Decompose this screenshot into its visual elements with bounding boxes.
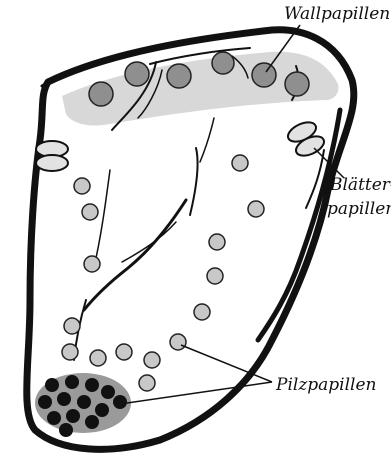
fungiform-papilla xyxy=(116,344,132,360)
fungiform-papilla xyxy=(209,234,225,250)
fungiform-papilla xyxy=(64,318,80,334)
fungiform-papilla xyxy=(207,268,223,284)
vallate-papilla xyxy=(167,64,191,88)
fungiform-papilla xyxy=(139,375,155,391)
vallate-papilla xyxy=(125,62,149,86)
vallate-papilla xyxy=(89,82,113,106)
fungiform-papilla xyxy=(170,334,186,350)
fungiform-papilla xyxy=(62,344,78,360)
vallate-papilla xyxy=(285,72,309,96)
fungiform-papilla xyxy=(144,352,160,368)
fungiform-papilla xyxy=(248,201,264,217)
fungiform-papilla xyxy=(90,350,106,366)
vallate-papilla xyxy=(212,52,234,74)
vallate-papilla xyxy=(252,63,276,87)
fungiform-papilla xyxy=(194,304,210,320)
fungiform-papilla xyxy=(84,256,100,272)
wallpapillen-label: Wallpapillen xyxy=(284,4,390,24)
fungiform-papilla xyxy=(74,178,90,194)
pilzpapillen-label: Pilzpapillen xyxy=(275,375,377,395)
fungiform-papilla xyxy=(232,155,248,171)
blaetterpapillen-label-line2: papillen xyxy=(327,199,391,219)
fungiform-papilla xyxy=(82,204,98,220)
blaetterpapillen-label-line1: Blätter- xyxy=(329,175,391,195)
